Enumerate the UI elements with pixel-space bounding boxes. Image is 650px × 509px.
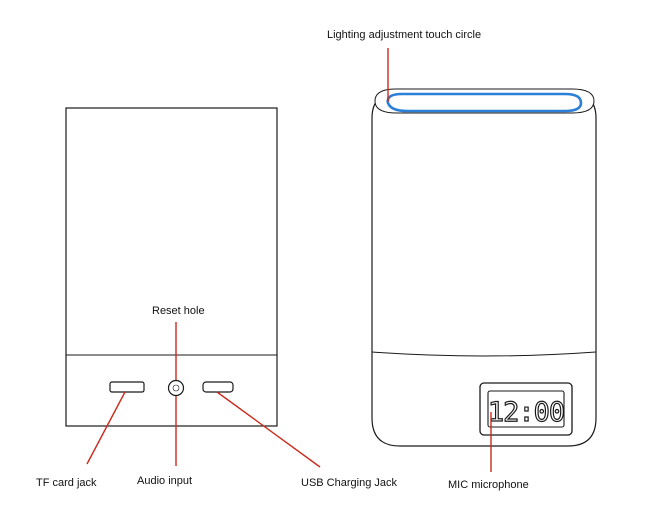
usb-port	[202, 381, 234, 393]
tf-card-leader	[86, 391, 126, 465]
reset-hole-label: Reset hole	[152, 305, 205, 317]
top-rim	[374, 88, 595, 114]
back-body	[65, 107, 278, 427]
labels: Lighting adjustment touch circle Reset h…	[36, 29, 529, 491]
usb-charging-label: USB Charging Jack	[301, 477, 397, 489]
front-view: 12:00	[371, 88, 597, 447]
tf-card-slot	[109, 381, 145, 393]
audio-input-label: Audio input	[137, 475, 192, 487]
touch-circle-label: Lighting adjustment touch circle	[327, 29, 481, 41]
back-view	[65, 107, 278, 427]
usb-charging-leader	[216, 391, 321, 468]
clock-digits: 12:00	[488, 397, 564, 428]
audio-jack-inner	[172, 384, 180, 392]
mic-label: MIC microphone	[448, 479, 529, 491]
leader-lines	[86, 48, 492, 472]
tf-card-label: TF card jack	[36, 477, 97, 489]
base-divider	[371, 351, 597, 357]
clock-display-screen	[487, 390, 565, 428]
